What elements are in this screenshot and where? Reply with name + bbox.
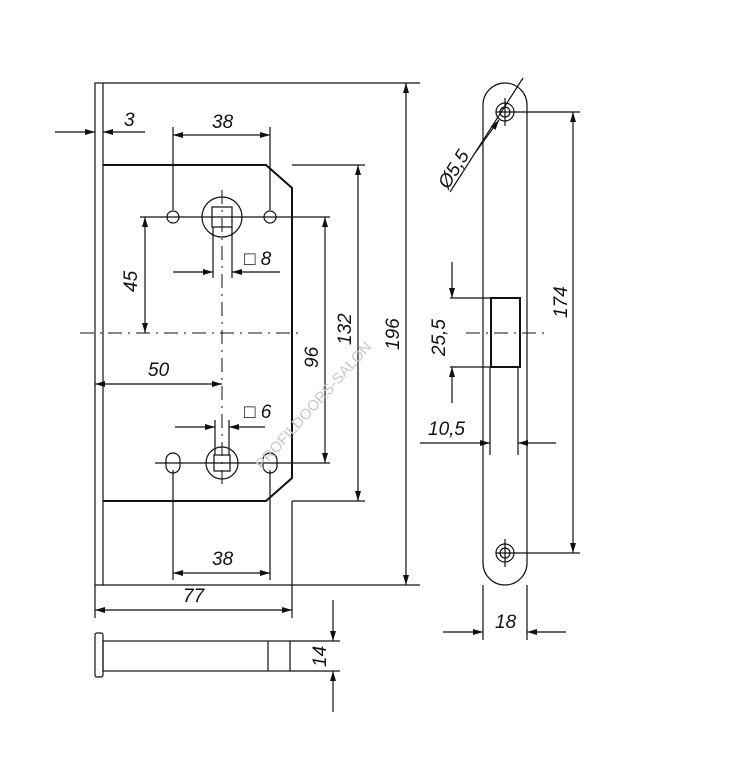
latch-opening bbox=[490, 297, 521, 368]
dim-faceplate-length: 196 bbox=[383, 318, 404, 350]
dim-body-height: 132 bbox=[335, 313, 356, 345]
dim-faceplate-width: 14 bbox=[310, 646, 331, 667]
strike-plate-view: Ø5,5 25,5 10,5 174 18 bbox=[420, 77, 580, 640]
dim-plate-width: 18 bbox=[495, 612, 517, 633]
dim-overall-depth: 77 bbox=[183, 586, 206, 607]
top-holes bbox=[140, 196, 330, 238]
lock-side-view: 14 bbox=[94, 600, 340, 712]
dim-hole-spacing: 174 bbox=[551, 286, 572, 318]
dim-top-hole-spacing: 38 bbox=[212, 112, 234, 133]
faceplate bbox=[94, 82, 104, 586]
dim-latch-opening-width: 10,5 bbox=[428, 419, 465, 440]
dim-hole-diameter: Ø5,5 bbox=[434, 146, 474, 193]
dim-backset: 50 bbox=[148, 360, 170, 381]
dim-bottom-hole-spacing: 38 bbox=[212, 549, 234, 570]
lock-case bbox=[103, 164, 293, 502]
lock-body-view: 3 38 45 □ 8 50 □ 6 96 132 196 38 77 PROF… bbox=[55, 82, 420, 618]
dim-handle-to-center: 45 bbox=[121, 270, 142, 292]
dim-handle-spindle-square: □ 8 bbox=[244, 249, 272, 270]
dim-spindle-spacing: 96 bbox=[302, 346, 323, 368]
dim-thumbturn-square: □ 6 bbox=[244, 402, 272, 423]
dim-latch-opening-height: 25,5 bbox=[429, 319, 450, 357]
bottom-holes bbox=[155, 446, 330, 480]
dim-faceplate-thickness: 3 bbox=[124, 110, 135, 131]
